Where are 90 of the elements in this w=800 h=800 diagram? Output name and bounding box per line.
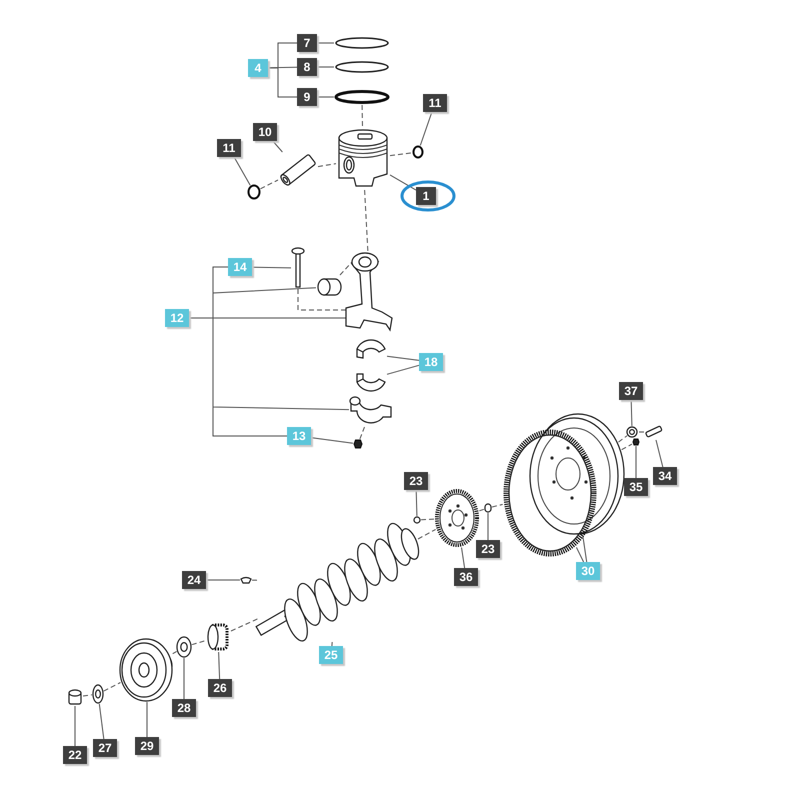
- center-line: [364, 190, 368, 252]
- piston-ring-drawing: [334, 60, 390, 74]
- callout-number: 29: [135, 737, 159, 755]
- washer-drawing: [92, 684, 104, 704]
- center-line: [230, 618, 258, 632]
- leader-line: [252, 266, 292, 268]
- leader-line: [656, 440, 664, 468]
- center-line: [621, 444, 632, 450]
- callout-number: 1: [416, 187, 436, 205]
- leader-line: [331, 642, 333, 646]
- leader-line: [316, 66, 334, 68]
- center-line: [103, 682, 121, 692]
- callout-number: 14: [228, 258, 252, 276]
- center-line: [478, 508, 484, 512]
- callout-number: 13: [287, 427, 311, 445]
- washer-drawing: [626, 426, 638, 438]
- ring-gear-drawing: [502, 428, 598, 558]
- leader-line: [272, 140, 283, 152]
- nut-drawing: [632, 438, 640, 446]
- washer-drawing: [176, 636, 192, 658]
- gear-drawing: [205, 622, 231, 652]
- center-line: [359, 426, 365, 440]
- leader-line: [316, 96, 334, 98]
- callout-number: 23: [476, 540, 500, 558]
- callout-number: 35: [624, 478, 648, 496]
- callout-number: 18: [419, 353, 443, 371]
- center-line: [418, 528, 436, 540]
- circlip-drawing: [247, 184, 261, 200]
- center-line: [298, 288, 346, 310]
- center-line: [492, 504, 504, 508]
- center-line: [260, 180, 278, 190]
- center-line: [340, 261, 354, 276]
- center-line: [191, 640, 206, 646]
- callout-number: 23: [404, 472, 428, 490]
- dowel-pin-drawing: [413, 516, 421, 524]
- callout-number: 7: [297, 34, 317, 52]
- center-line: [172, 650, 178, 654]
- callout-number: 34: [653, 467, 677, 485]
- leader-line: [188, 318, 288, 436]
- leader-line: [98, 703, 104, 740]
- gear-drawing: [434, 488, 480, 548]
- nut-drawing: [67, 688, 83, 706]
- callout-number: 10: [253, 123, 277, 141]
- callout-number: 30: [576, 562, 600, 580]
- leader-line: [146, 702, 148, 738]
- leader-line: [420, 112, 432, 146]
- piston-ring-drawing: [334, 89, 390, 105]
- leader-line: [416, 490, 418, 516]
- crankshaft-drawing: [258, 522, 418, 642]
- callout-number: 28: [172, 699, 196, 717]
- leader-line: [390, 174, 416, 191]
- leader-line: [386, 364, 420, 375]
- leader-line: [268, 66, 298, 68]
- circlip-drawing: [412, 145, 424, 159]
- callout-number: 8: [297, 58, 317, 76]
- bolt-drawing: [291, 247, 305, 289]
- leader-line: [386, 356, 420, 361]
- leader-line: [74, 706, 76, 746]
- callout-number: 24: [182, 571, 206, 589]
- key-drawing: [240, 576, 252, 584]
- callout-number: 27: [93, 739, 117, 757]
- center-line: [82, 694, 92, 696]
- center-line: [362, 104, 363, 128]
- callout-number: 11: [423, 94, 447, 112]
- callout-number: 37: [619, 382, 643, 400]
- center-line: [318, 163, 336, 168]
- callout-number: 12: [165, 309, 189, 327]
- leader-line: [234, 156, 251, 186]
- piston-ring-drawing: [334, 36, 390, 50]
- leader-line: [310, 437, 354, 444]
- center-line: [390, 152, 412, 156]
- connecting-rod-drawing: [346, 252, 394, 330]
- dowel-pin-drawing: [484, 503, 492, 513]
- callout-number: 11: [217, 139, 241, 157]
- center-line: [618, 435, 628, 443]
- nut-drawing: [353, 439, 363, 449]
- leader-line: [582, 536, 588, 562]
- callout-number: 25: [319, 646, 343, 664]
- leader-line: [461, 546, 466, 568]
- center-line: [420, 518, 434, 520]
- callout-number: 26: [208, 679, 232, 697]
- leader-line: [576, 546, 584, 562]
- leader-line: [316, 42, 334, 44]
- center-line: [252, 580, 258, 581]
- callout-number: 4: [248, 59, 268, 77]
- callout-number: 36: [454, 568, 478, 586]
- leader-line: [218, 652, 220, 680]
- leader-line: [630, 400, 632, 426]
- callout-number: 9: [297, 88, 317, 106]
- callout-number: 22: [63, 746, 87, 764]
